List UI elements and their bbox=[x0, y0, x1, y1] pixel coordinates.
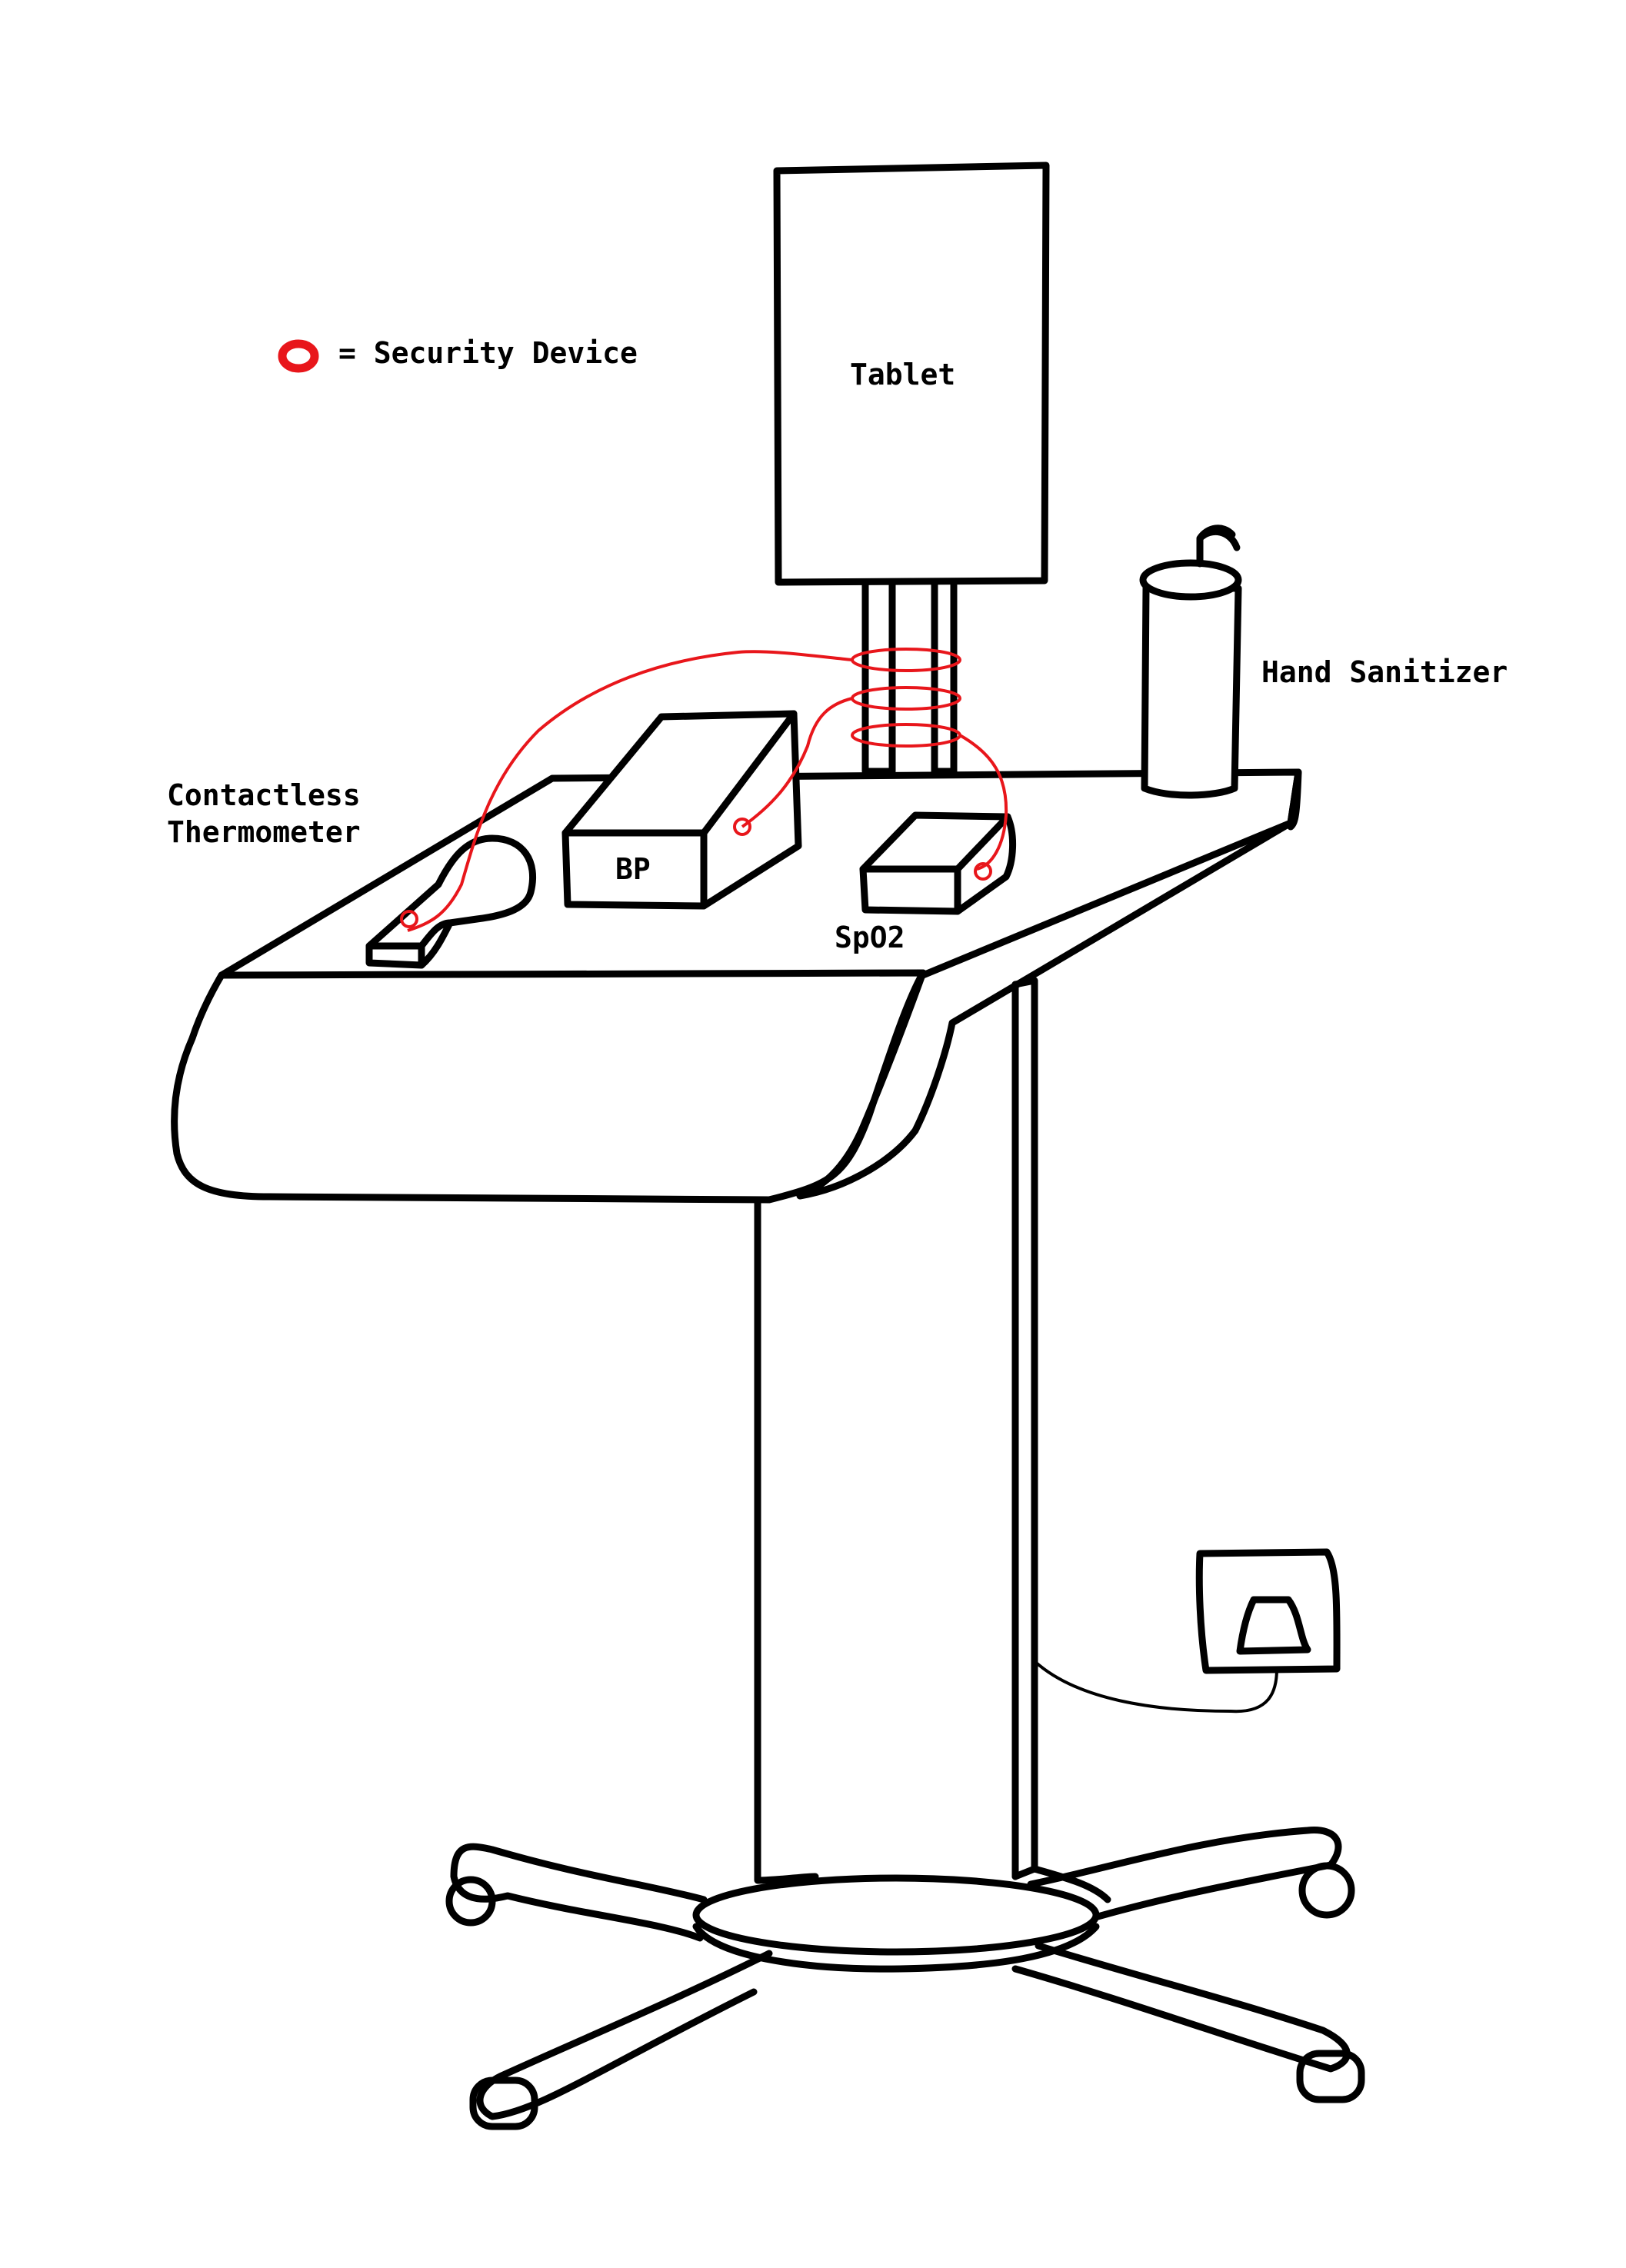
label-bp: BP bbox=[615, 852, 651, 886]
plug-icon bbox=[1240, 1600, 1308, 1651]
tablet-assembly bbox=[777, 165, 1046, 771]
label-thermometer-line1: Contactless bbox=[167, 778, 361, 812]
cart-base bbox=[449, 1830, 1361, 2126]
base-leg-right-front bbox=[1015, 1946, 1347, 2069]
legend-symbol-icon bbox=[282, 344, 315, 368]
label-spo2: SpO2 bbox=[835, 921, 905, 954]
base-hub bbox=[696, 1878, 1096, 1952]
sanitizer-cap bbox=[1143, 563, 1238, 597]
wall-socket bbox=[1199, 1552, 1337, 1670]
legend-text: = Security Device bbox=[338, 336, 638, 370]
hand-sanitizer bbox=[1143, 528, 1238, 795]
wheel-right-back bbox=[1302, 1866, 1351, 1915]
table-front-edge bbox=[175, 973, 923, 1200]
wheel-right-front bbox=[1300, 2053, 1361, 2100]
column-rear-pole bbox=[1015, 981, 1108, 1900]
sanitizer-pump bbox=[1200, 528, 1237, 564]
label-tablet: Tablet bbox=[850, 358, 955, 391]
base-leg-left-front bbox=[480, 1953, 769, 2116]
label-hand-sanitizer: Hand Sanitizer bbox=[1261, 655, 1508, 689]
sanitizer-bottle bbox=[1145, 588, 1238, 795]
label-thermometer-line2: Thermometer bbox=[167, 815, 361, 849]
